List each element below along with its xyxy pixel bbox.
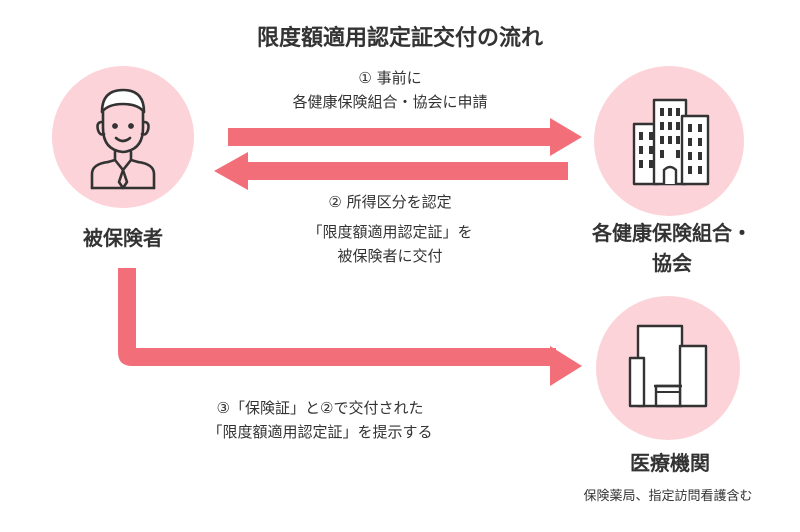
insurer-label-line2: 協会 [652, 251, 692, 275]
insurer-circle [594, 66, 744, 216]
step2-line1: ② 所得区分を認定 [328, 193, 452, 211]
arrow-present [118, 268, 582, 386]
medical-circle [596, 296, 740, 440]
step1-caption: ① 事前に 各健康保険組合・協会に申請 [230, 66, 550, 114]
medical-sublabel: 保険薬局、指定訪問看護含む [583, 489, 753, 504]
arrow-apply [228, 118, 582, 156]
medical-label: 医療機関 [630, 451, 710, 475]
insurer-label: 各健康保険組合・ 協会 [572, 218, 772, 278]
step2-line2: 「限度額適用認定証」を [307, 223, 473, 241]
insured-circle [52, 66, 194, 208]
diagram-title: 限度額適用認定証交付の流れ [256, 26, 543, 51]
step1-line1: ① 事前に [358, 69, 422, 87]
step3-line2: 「限度額適用認定証」を提示する [207, 423, 433, 441]
hospital-icon [628, 324, 708, 408]
step3-caption: ③「保険証」と②で交付された 「限度額適用認定証」を提示する [150, 396, 490, 444]
arrow-issue [214, 152, 568, 190]
person-icon [90, 88, 156, 190]
step1-line2: 各健康保険組合・協会に申請 [292, 93, 488, 111]
office-building-icon [632, 98, 710, 186]
step2-caption: ② 所得区分を認定 「限度額適用認定証」を 被保険者に交付 [230, 190, 550, 268]
step3-line1: ③「保険証」と②で交付された [216, 399, 424, 417]
insured-label: 被保険者 [83, 226, 163, 250]
insurer-label-line1: 各健康保険組合・ [592, 221, 752, 245]
step2-line3: 被保険者に交付 [337, 247, 443, 265]
